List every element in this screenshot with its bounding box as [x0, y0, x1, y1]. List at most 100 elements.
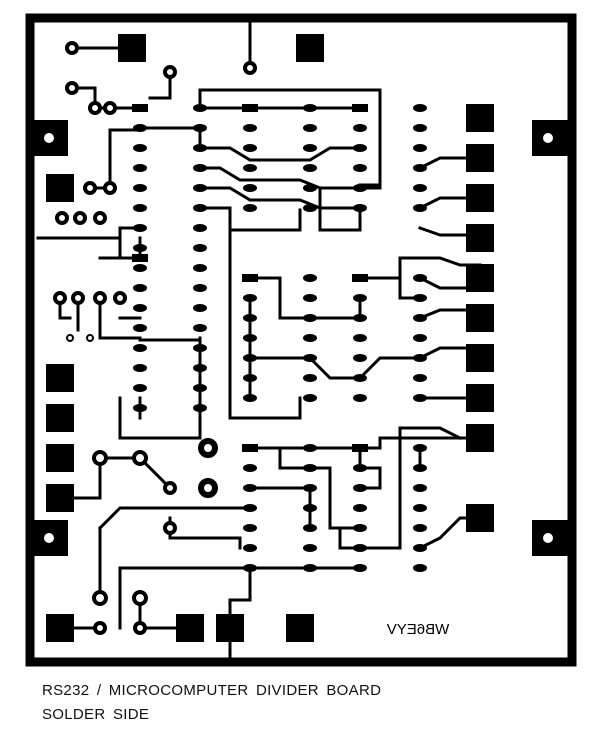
ic-pad [413, 204, 427, 212]
ic-pad [133, 404, 147, 412]
ic-pad [133, 284, 147, 292]
ic-pad [133, 244, 147, 252]
ic-pad [353, 464, 367, 472]
ic-pad [193, 184, 207, 192]
ic-pad [353, 354, 367, 362]
ic-pad [353, 524, 367, 532]
ic-pad [243, 544, 257, 552]
ic-pad [303, 104, 317, 112]
ic-pad [243, 164, 257, 172]
ic-pin1-pad [352, 104, 368, 112]
ic-pad [303, 374, 317, 382]
ic-pad [413, 184, 427, 192]
caption-title: RS232 / MICROCOMPUTER DIVIDER BOARD [42, 682, 382, 699]
ic-pad [413, 484, 427, 492]
ic-pad [303, 334, 317, 342]
ic-pad [303, 314, 317, 322]
ic-pad [303, 524, 317, 532]
ic-pad [353, 164, 367, 172]
ic-pad [133, 364, 147, 372]
ic-pad [353, 294, 367, 302]
ic-pad [133, 124, 147, 132]
ic-pad [133, 324, 147, 332]
ic-pad [413, 544, 427, 552]
ic-pad [303, 394, 317, 402]
ic-pad [413, 444, 427, 452]
ic-pad [133, 384, 147, 392]
ic-pad [193, 164, 207, 172]
ic-pad [413, 274, 427, 282]
ic-pad [243, 464, 257, 472]
ic-pad [303, 294, 317, 302]
ic-pad [243, 204, 257, 212]
ic-pad [353, 124, 367, 132]
ic-pad [303, 564, 317, 572]
ic-pin1-pad [242, 104, 258, 112]
ic-pad [303, 184, 317, 192]
ic-pad [193, 224, 207, 232]
ic-pad [303, 544, 317, 552]
ic-pad [353, 544, 367, 552]
ic-pad [193, 404, 207, 412]
ic-pad [413, 464, 427, 472]
ic-pad [413, 564, 427, 572]
ic-pad [193, 344, 207, 352]
ic-pad [133, 344, 147, 352]
ic-pad [133, 184, 147, 192]
ic-pad [133, 304, 147, 312]
ic-pin1-pad [242, 274, 258, 282]
ic-pad [303, 124, 317, 132]
ic-pad [353, 484, 367, 492]
ic-pad [353, 564, 367, 572]
ic-pad [243, 354, 257, 362]
ic-pad [303, 164, 317, 172]
ic-pad [243, 334, 257, 342]
ic-pad [133, 164, 147, 172]
ic-pin1-pad [132, 104, 148, 112]
square-pads [46, 34, 494, 642]
ic-pad [413, 144, 427, 152]
ic-pad [353, 374, 367, 382]
ic-pad [303, 484, 317, 492]
ic-pad [243, 374, 257, 382]
ic-pad [243, 124, 257, 132]
large-pads [198, 438, 218, 498]
ic-pin1-pad [242, 444, 258, 452]
ic-pad [413, 334, 427, 342]
board-outline [25, 13, 577, 667]
ic-pad [353, 314, 367, 322]
ic-pad [133, 204, 147, 212]
ic-pad [303, 464, 317, 472]
ic-pad [243, 564, 257, 572]
ic-pad [193, 384, 207, 392]
ic-pad [413, 504, 427, 512]
ic-pad [353, 144, 367, 152]
ic-pad [353, 504, 367, 512]
ic-pad [413, 164, 427, 172]
ic-pad [303, 354, 317, 362]
ic-pad [243, 394, 257, 402]
copper-traces [36, 16, 482, 662]
ic-pad [303, 274, 317, 282]
ic-pad [193, 324, 207, 332]
ic-pin1-pad [352, 444, 368, 452]
ic-pad [193, 284, 207, 292]
ic-pad [353, 394, 367, 402]
ic-pad [243, 294, 257, 302]
caption-subtitle: SOLDER SIDE [42, 706, 150, 723]
ic-pad [193, 304, 207, 312]
ic-pad [413, 354, 427, 362]
ic-pad [243, 504, 257, 512]
ic-pad [193, 244, 207, 252]
ic-pad [243, 314, 257, 322]
ic-pad [193, 104, 207, 112]
mirrored-callsign-label: WB6EYV [387, 621, 450, 638]
ic-pad [133, 224, 147, 232]
pcb-solder-side-diagram: WB6EYV [25, 13, 577, 667]
ic-pin1-pad [132, 254, 148, 262]
round-pads [53, 41, 257, 635]
ic-pad [413, 374, 427, 382]
ic-pad [303, 144, 317, 152]
ic-pad [243, 144, 257, 152]
ic-pad [303, 204, 317, 212]
